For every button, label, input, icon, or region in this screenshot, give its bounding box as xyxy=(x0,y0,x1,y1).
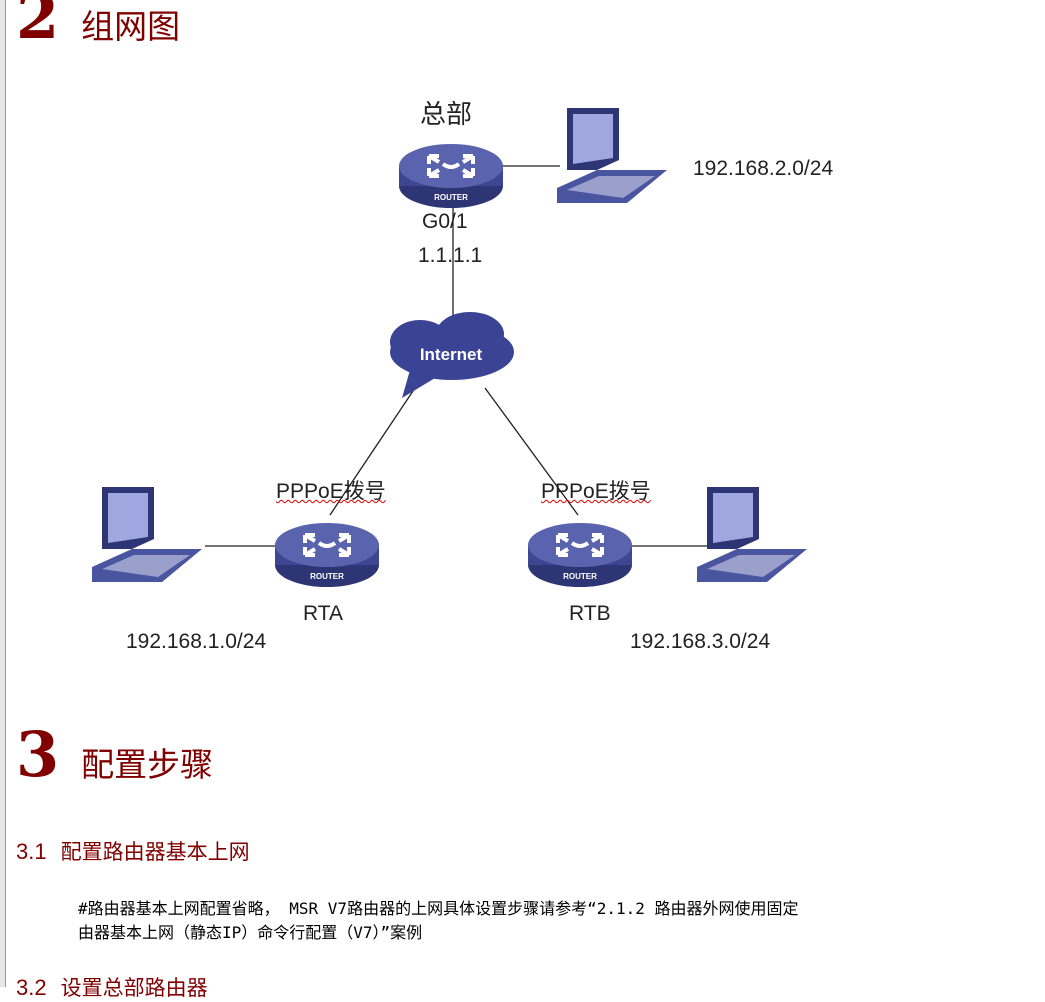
hq-interface-label: G0/1 xyxy=(422,210,468,233)
subsection-heading-3-1: 3.1 配置路由器基本上网 xyxy=(16,836,250,866)
section-heading-3: 3 配置步骤 xyxy=(16,724,213,786)
paragraph-line: 由器基本上网（静态IP）命令行配置（V7）”案例 xyxy=(78,923,423,942)
internet-cloud-icon xyxy=(390,312,514,398)
config-note-paragraph: #路由器基本上网配置省略， MSR V7路由器的上网具体设置步骤请参考“2.1.… xyxy=(78,897,799,945)
section-heading-2: 2 组网图 xyxy=(16,0,180,48)
hq-ip-label: 1.1.1.1 xyxy=(418,244,483,267)
section-title: 组网图 xyxy=(81,7,181,46)
subsection-heading-3-2: 3.2 设置总部路由器 xyxy=(16,972,208,1002)
rtb-lan-label: 192.168.3.0/24 xyxy=(630,630,771,653)
subsection-number: 3.2 xyxy=(16,975,47,1000)
rtb-laptop-icon xyxy=(697,487,807,582)
hq-laptop-icon xyxy=(557,108,667,203)
rtb-router-caption: ROUTER xyxy=(563,572,597,581)
section-number: 3 xyxy=(16,718,60,791)
hq-label: 总部 xyxy=(420,100,473,130)
rta-laptop-icon xyxy=(92,487,202,582)
subsection-title: 设置总部路由器 xyxy=(60,977,208,1000)
subsection-title: 配置路由器基本上网 xyxy=(60,841,250,864)
rta-name-label: RTA xyxy=(303,602,344,625)
page-left-border xyxy=(0,0,6,987)
rtb-dial-label: PPPoE拨号 xyxy=(541,480,651,503)
rtb-name-label: RTB xyxy=(569,602,611,625)
subsection-number: 3.1 xyxy=(16,839,47,864)
paragraph-line: #路由器基本上网配置省略， MSR V7路由器的上网具体设置步骤请参考“2.1.… xyxy=(78,899,799,918)
section-number: 2 xyxy=(16,0,60,53)
hq-router-caption: ROUTER xyxy=(434,193,468,202)
rta-lan-label: 192.168.1.0/24 xyxy=(126,630,267,653)
rta-dial-label: PPPoE拨号 xyxy=(276,480,386,503)
cloud-label: Internet xyxy=(420,345,483,364)
rta-router-caption: ROUTER xyxy=(310,572,344,581)
section-title: 配置步骤 xyxy=(81,745,214,784)
network-diagram: ROUTER ROUTER ROUTER Internet xyxy=(92,108,807,589)
hq-lan-label: 192.168.2.0/24 xyxy=(693,157,834,180)
